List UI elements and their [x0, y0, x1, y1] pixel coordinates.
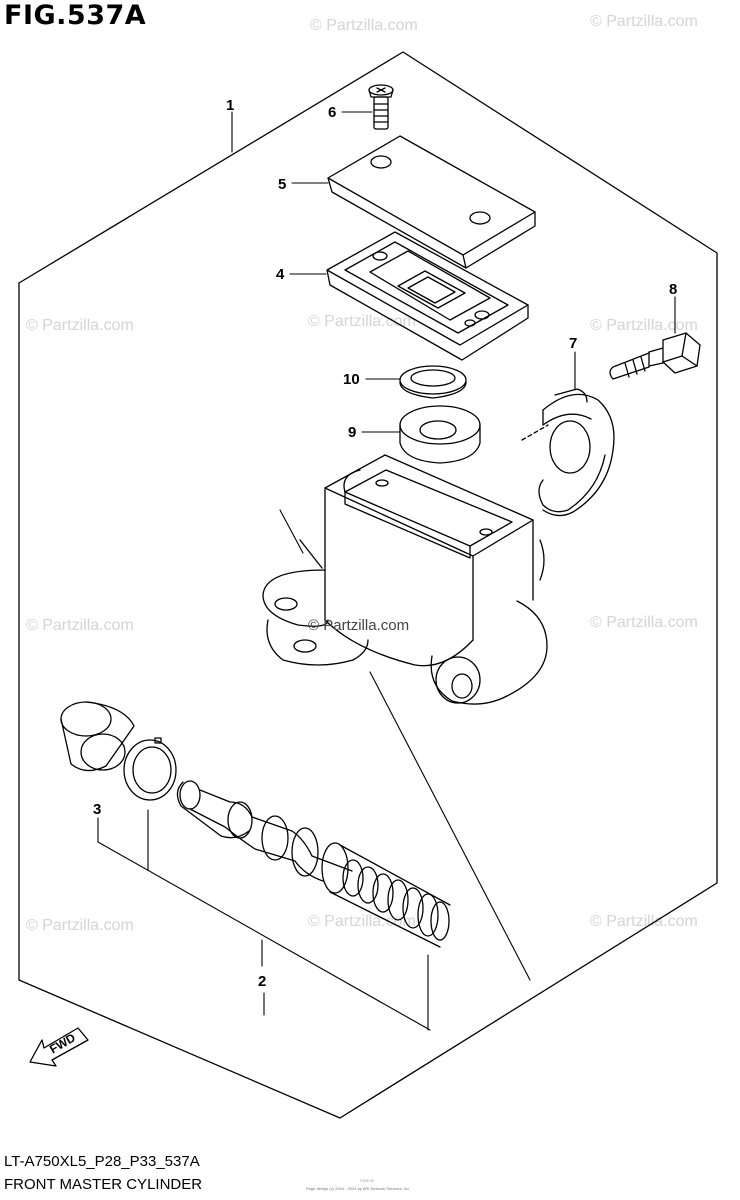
callout-6: 6 [328, 104, 336, 121]
watermark-row4-mid: © Partzilla.com [308, 913, 416, 930]
callout-5: 5 [278, 176, 286, 193]
watermark-row2-left: © Partzilla.com [26, 317, 134, 334]
watermark-row4-left: © Partzilla.com [26, 917, 134, 934]
callout-2: 2 [258, 973, 266, 990]
fwd-arrow-icon [29, 1027, 89, 1067]
watermark-top-mid: © Partzilla.com [310, 17, 418, 34]
part-snap-ring [123, 737, 177, 801]
watermark-row3-right: © Partzilla.com [590, 614, 698, 631]
section-name: FRONT MASTER CYLINDER [4, 1176, 203, 1193]
part-9-bushing [399, 405, 481, 464]
fine-print-mark: ©ARI·B [360, 1178, 374, 1183]
master-cylinder-body [262, 454, 548, 705]
part-3-cup [60, 701, 135, 772]
watermark-row4-right: © Partzilla.com [590, 913, 698, 930]
figure-title: FIG.537A [4, 0, 147, 31]
part-6-screw [368, 84, 394, 130]
part-4-diaphragm-plate [326, 231, 529, 361]
watermark-top-right: © Partzilla.com [590, 13, 698, 30]
part-10-ring [399, 365, 467, 399]
callout-7: 7 [569, 335, 577, 352]
callout-10: 10 [343, 371, 360, 388]
part-8-bolt [609, 332, 701, 380]
callout-3: 3 [93, 801, 101, 818]
part-7-clamp [521, 388, 615, 517]
part-5-cap [327, 135, 536, 269]
watermark-center: © Partzilla.com [308, 617, 410, 634]
leader-lines [97, 111, 676, 1031]
fine-print: Page design (c) 2004 - 2024 by ARI Netwo… [306, 1186, 411, 1191]
callout-8: 8 [669, 281, 677, 298]
part-code: LT-A750XL5_P28_P33_537A [4, 1153, 200, 1170]
watermark-row2-right: © Partzilla.com [590, 317, 698, 334]
callout-9: 9 [348, 424, 356, 441]
watermark-row2-mid: © Partzilla.com [308, 313, 416, 330]
callout-4: 4 [276, 266, 285, 283]
watermark-row3-left: © Partzilla.com [26, 617, 134, 634]
assembly-outline [18, 51, 718, 1119]
callout-1: 1 [226, 97, 234, 114]
part-2-piston-spring [176, 780, 451, 948]
